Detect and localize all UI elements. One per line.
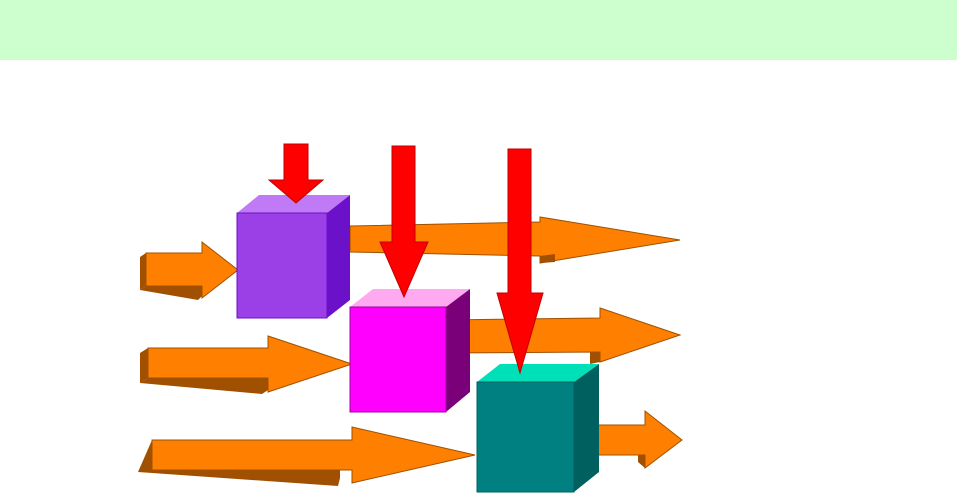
input-arrow-red-1: [267, 143, 325, 204]
input-arrow-red-3: [496, 148, 544, 375]
top-banner: [0, 0, 957, 60]
input-arrow-red-2: [379, 145, 429, 299]
flow-arrow-row2-input: [140, 335, 354, 394]
flow-arrow-row2-output: [444, 307, 682, 364]
flow-arrow-row1-input: [140, 240, 239, 300]
process-box-pink: [349, 289, 470, 413]
process-box-teal: [476, 364, 599, 493]
flow-arrow-row3-output: [594, 409, 683, 470]
process-box-purple: [236, 195, 350, 319]
flow-arrow-row3-input: [138, 426, 476, 486]
